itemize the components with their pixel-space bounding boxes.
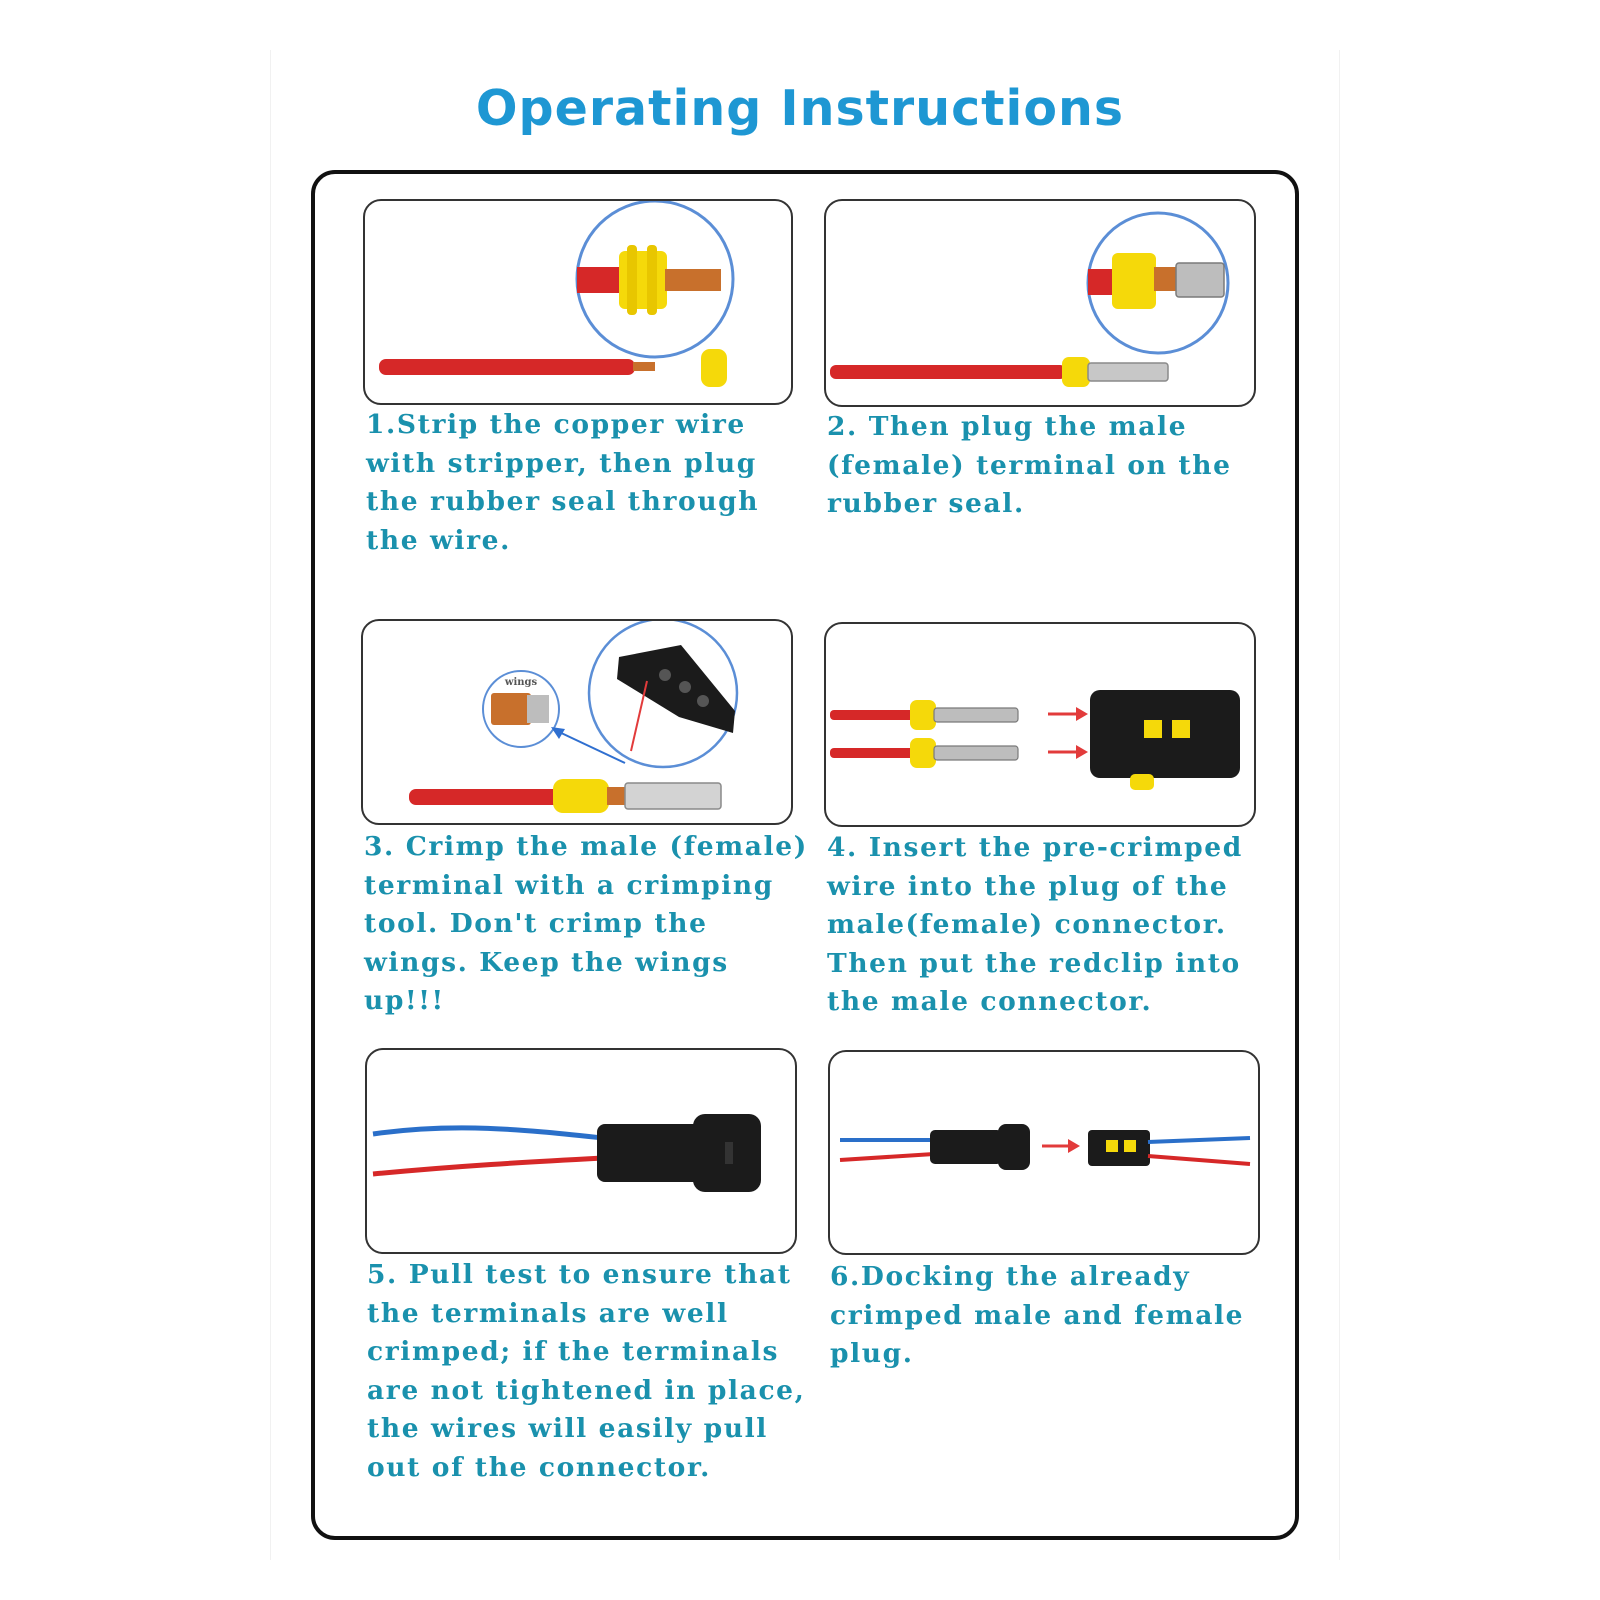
step-4-illustration [824, 622, 1256, 827]
step-6-caption: 6.Docking the already crimped male and f… [830, 1261, 1245, 1369]
wire-red-left [839, 1152, 935, 1162]
connector-housing-icon [1090, 690, 1240, 778]
step-5-drawing [372, 1114, 761, 1192]
pointer-arrow-blue-head [551, 727, 565, 739]
rubber-seal-icon [553, 779, 609, 813]
terminal-pin-icon [624, 782, 722, 810]
terminal-pin-icon [933, 707, 1019, 723]
female-connector-icon [1088, 1130, 1150, 1166]
docking-arrow-head [1068, 1139, 1080, 1153]
copper-wire-end [607, 787, 627, 805]
red-clip-slot [1144, 720, 1162, 738]
step-3-drawing: wings [409, 621, 739, 813]
wings-detail [491, 693, 531, 725]
zoom-seal-rib [647, 245, 657, 315]
copper-wire-end [633, 362, 655, 371]
zoom-seal [619, 251, 667, 309]
rubber-seal-icon [701, 349, 727, 387]
wire-insulation [409, 789, 561, 805]
step-4-caption: 4. Insert the pre-crimped wire into the … [827, 832, 1243, 1017]
male-connector-cap [998, 1124, 1030, 1170]
connector-housing-icon [597, 1124, 701, 1182]
page-sheet [270, 50, 1340, 1560]
insert-arrow-head [1076, 745, 1088, 759]
crimp-die [679, 681, 691, 693]
wire-blue-right [1147, 1136, 1251, 1144]
connector-latch [725, 1142, 733, 1164]
crimping-tool-icon [617, 645, 735, 733]
zoom-seal [1112, 253, 1156, 309]
wire-insulation [379, 359, 635, 375]
wire-red [372, 1155, 604, 1177]
zoom-terminal [1175, 262, 1225, 298]
wire-red-right [1147, 1154, 1251, 1166]
connector-seal [1130, 774, 1154, 790]
wings-label: wings [504, 677, 538, 688]
instructions-frame [311, 170, 1299, 1540]
rubber-seal-icon [910, 700, 936, 730]
step-5-caption: 5. Pull test to ensure that the terminal… [367, 1259, 806, 1483]
rubber-seal-icon [910, 738, 936, 768]
step-2-drawing [830, 211, 1230, 387]
rubber-seal-icon [1062, 357, 1090, 387]
step-2-caption: 2. Then plug the male (female) terminal … [827, 411, 1232, 519]
male-connector-icon [930, 1130, 1002, 1164]
zoom-seal-rib [627, 245, 637, 315]
female-connector-seal [1106, 1140, 1118, 1152]
step-4-drawing [830, 690, 1240, 790]
crimp-wire [630, 680, 648, 752]
step-1-caption: 1.Strip the copper wire with stripper, t… [366, 409, 760, 556]
wire-insulation [830, 365, 1066, 379]
step-6-drawing [839, 1124, 1251, 1170]
terminal-pin-icon [1087, 362, 1169, 382]
wire-upper [830, 710, 914, 720]
insert-arrow-head [1076, 707, 1088, 721]
step-1-drawing [379, 201, 735, 387]
terminal-pin-icon [933, 745, 1019, 761]
wire-blue [372, 1125, 604, 1141]
step-5-illustration [365, 1048, 797, 1254]
crimp-die [659, 669, 671, 681]
step-3-illustration: wings [361, 619, 793, 825]
pointer-arrow-blue [556, 730, 626, 764]
page-title: Operating Instructions [475, 80, 1125, 137]
wire-lower [830, 748, 914, 758]
step-3-caption: 3. Crimp the male (female) terminal with… [364, 831, 808, 1016]
crimp-die [697, 695, 709, 707]
wings-terminal [527, 695, 549, 723]
step-2-illustration [824, 199, 1256, 407]
step-1-illustration [363, 199, 793, 405]
female-connector-seal [1124, 1140, 1136, 1152]
step-6-illustration [828, 1050, 1260, 1255]
red-clip-slot [1172, 720, 1190, 738]
zoom-copper [665, 269, 721, 291]
